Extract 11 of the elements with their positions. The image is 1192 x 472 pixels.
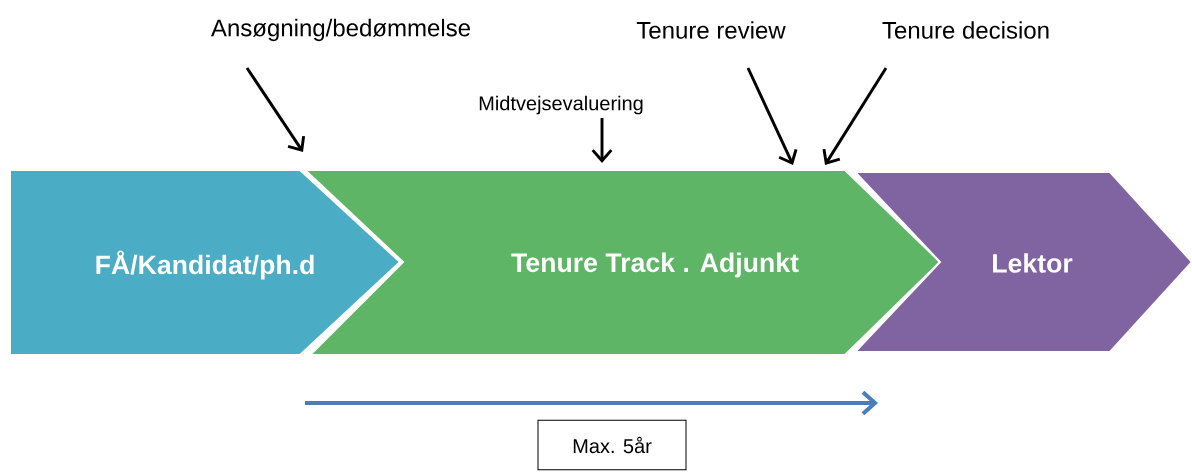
arrow bbox=[822, 67, 888, 165]
duration-box: Max. 5år bbox=[537, 419, 687, 471]
milestone-label: Tenure decision bbox=[882, 21, 1049, 39]
milestone-label: Midtvejsevaluering bbox=[479, 95, 643, 115]
arrow bbox=[746, 67, 798, 165]
milestone-label: Tenure review bbox=[636, 21, 786, 39]
arrow bbox=[591, 118, 613, 163]
chevron-box: Lektor bbox=[852, 171, 1192, 353]
chevron-box: FÅ/Kandidat/ph.d bbox=[9, 169, 402, 356]
milestone-label: Ansøgning/bedømmelse bbox=[211, 18, 470, 42]
arrow bbox=[245, 67, 306, 152]
